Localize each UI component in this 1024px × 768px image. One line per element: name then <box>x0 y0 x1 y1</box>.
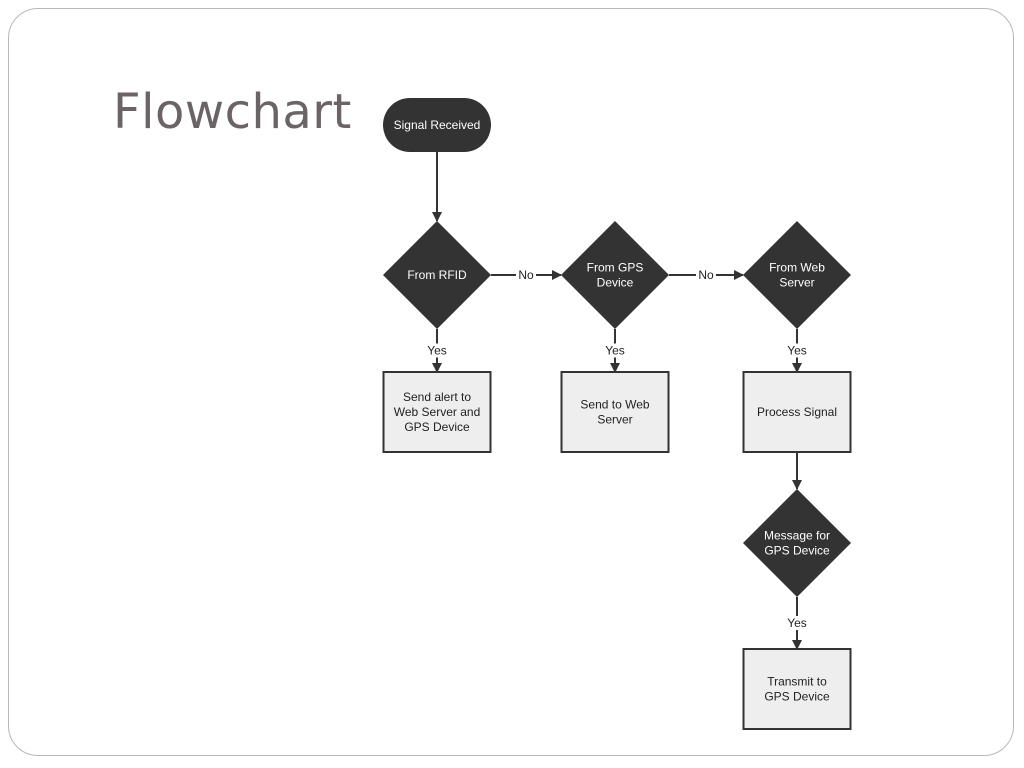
node-label: GPS Device <box>764 544 830 558</box>
edge-from_gps-to-send_web: Yes <box>601 329 629 373</box>
edge-label: No <box>698 268 714 282</box>
node-label: From Web <box>769 261 825 275</box>
edge-label: Yes <box>787 616 807 630</box>
terminal-shape <box>383 98 491 152</box>
edge-label: Yes <box>787 344 807 358</box>
node-label: GPS Device <box>404 420 470 434</box>
node-label: From RFID <box>407 268 467 282</box>
node-signal-received: Signal Received <box>383 98 491 152</box>
node-label: Server <box>597 413 632 427</box>
edge-label-background <box>601 343 629 358</box>
decision-diamond <box>743 221 851 329</box>
node-label: Device <box>597 276 634 290</box>
node-label: Send to Web <box>580 398 649 412</box>
edge-label-background <box>696 268 716 282</box>
node-label: Process Signal <box>757 405 837 419</box>
edge-from_rfid-to-from_gps: No <box>491 268 562 282</box>
edge-from_web-to-process_signal: Yes <box>783 329 811 373</box>
edge-from_gps-to-from_web: No <box>669 268 744 282</box>
edge-from_rfid-to-send_alert: Yes <box>423 329 451 373</box>
node-label: GPS Device <box>764 690 830 704</box>
edge-label: Yes <box>427 344 447 358</box>
node-label: Send alert to <box>403 390 471 404</box>
process-box <box>742 648 852 730</box>
decision-diamond <box>383 221 491 329</box>
node-label: Transmit to <box>767 675 827 689</box>
node-from-rfid: From RFID <box>383 221 491 329</box>
node-label: From GPS <box>587 261 644 275</box>
node-label: Message for <box>764 529 830 543</box>
slide-title: Flowchart <box>113 84 352 140</box>
edge-label-background <box>783 616 811 630</box>
process-box <box>560 371 670 453</box>
process-box <box>742 371 852 453</box>
node-process-signal: Process Signal <box>742 371 852 453</box>
node-label: Web Server and <box>394 405 481 419</box>
edge-label: No <box>518 268 534 282</box>
node-label: Server <box>779 276 814 290</box>
decision-diamond <box>743 489 851 597</box>
process-box <box>382 371 492 453</box>
edge-label-background <box>423 343 451 358</box>
edge-label-background <box>516 268 536 282</box>
edge-label: Yes <box>605 344 625 358</box>
node-label: Signal Received <box>394 118 481 132</box>
edge-label-background <box>783 343 811 358</box>
decision-diamond <box>561 221 669 329</box>
edge-message_gps-to-transmit_gps: Yes <box>783 597 811 650</box>
